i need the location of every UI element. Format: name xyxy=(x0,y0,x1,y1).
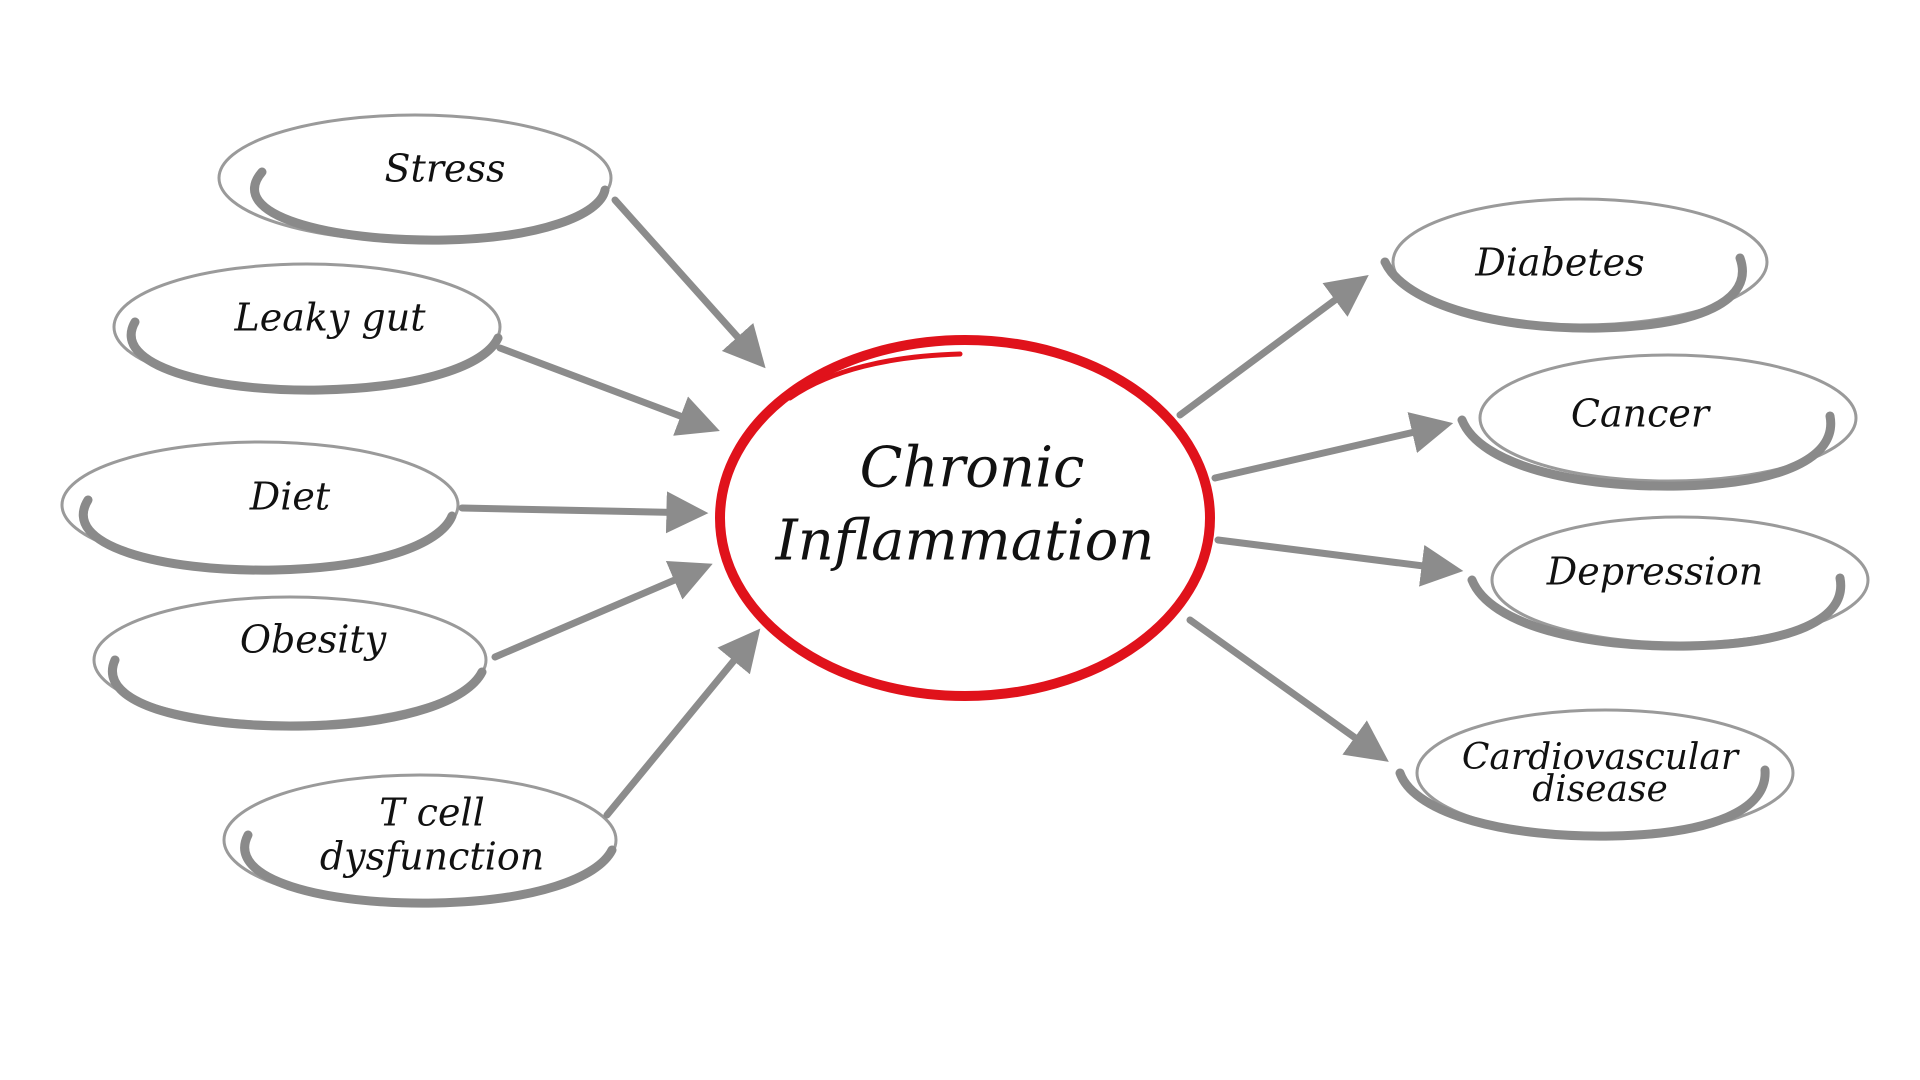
effect-node-diabetes: Diabetes xyxy=(1380,197,1769,333)
arrow-cardiovascular xyxy=(1186,616,1389,762)
node-ellipse-shadow xyxy=(108,655,487,731)
effect-node-depression: Depression xyxy=(1467,515,1870,651)
node-label: Obesity xyxy=(240,618,387,662)
node-ellipse-shadow xyxy=(1457,411,1836,491)
cause-node-stress: Stress xyxy=(217,113,613,245)
center-ring xyxy=(715,335,1215,701)
node-ellipse-outline xyxy=(1478,353,1858,483)
center-node-chronic-inflammation: Chronic Inflammation xyxy=(715,335,1215,701)
center-label-line2: Inflammation xyxy=(775,509,1155,574)
node-label: Depression xyxy=(1546,550,1763,594)
cause-node-t-cell-dysfunction: T cell dysfunction xyxy=(222,773,618,908)
node-ellipse-shadow xyxy=(1380,253,1747,333)
node-label: Stress xyxy=(385,147,506,191)
arrow-cancer xyxy=(1211,412,1454,482)
node-ellipse-shadow xyxy=(250,167,610,245)
cause-node-diet: Diet xyxy=(60,440,460,575)
center-ring-stroke-overlap xyxy=(787,351,963,401)
node-label: Diabetes xyxy=(1474,241,1644,285)
node-label-line2: dysfunction xyxy=(320,835,544,879)
node-ellipse-shadow xyxy=(126,317,503,395)
node-label-line1: T cell xyxy=(379,791,485,835)
node-label: Leaky gut xyxy=(233,296,426,340)
cause-arrows xyxy=(458,196,766,819)
arrow-obesity xyxy=(491,560,713,661)
arrow-diabetes xyxy=(1176,274,1369,419)
effect-node-cancer: Cancer xyxy=(1457,353,1858,491)
cause-node-leaky-gut: Leaky gut xyxy=(112,262,503,395)
node-ellipse-shadow xyxy=(1467,573,1846,651)
node-ellipse-shadow xyxy=(240,830,617,908)
node-ellipse-shadow xyxy=(1395,765,1770,841)
arrow-t-cell xyxy=(603,628,761,819)
arrow-stress xyxy=(611,196,766,369)
node-ellipse-shadow xyxy=(78,495,457,575)
center-label-line1: Chronic xyxy=(860,436,1085,501)
node-label-line2: disease xyxy=(1532,769,1668,810)
effect-arrows xyxy=(1176,274,1464,762)
node-label: Diet xyxy=(249,475,331,519)
effect-node-cardiovascular-disease: Cardiovascular disease xyxy=(1395,708,1795,841)
node-label: Cancer xyxy=(1571,392,1712,436)
node-label-line1: Cardiovascular xyxy=(1462,737,1740,778)
arrow-diet xyxy=(458,491,709,534)
arrow-leaky-gut xyxy=(496,344,720,436)
arrow-depression xyxy=(1214,536,1464,587)
cause-node-obesity: Obesity xyxy=(92,595,488,731)
